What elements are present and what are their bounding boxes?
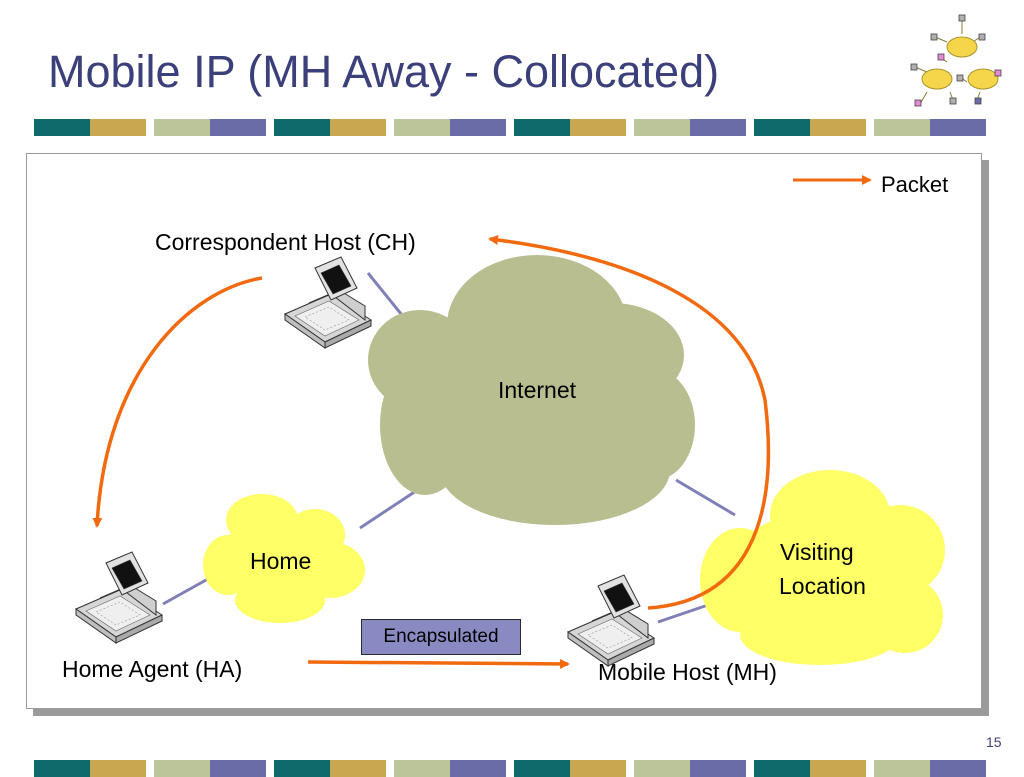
page-number: 15 — [986, 734, 1002, 750]
internet-cloud — [368, 255, 695, 525]
mh-laptop-icon — [567, 574, 655, 667]
correspondent-host-label: Correspondent Host (CH) — [155, 229, 416, 255]
arrow-ch-to-ha — [92, 276, 263, 528]
mobile-host-label: Mobile Host (MH) — [598, 659, 777, 685]
network-logo-icon — [910, 14, 1002, 107]
visiting-cloud-label-line1: Visiting — [780, 539, 854, 565]
visiting-cloud — [700, 470, 945, 665]
ch-laptop-icon — [284, 256, 372, 349]
home-agent-label: Home Agent (HA) — [62, 656, 243, 682]
home-cloud-label: Home — [250, 548, 312, 574]
arrow-ha-to-mh — [307, 658, 570, 669]
top-decorative-stripe — [34, 119, 986, 136]
legend-packet-label: Packet — [881, 172, 949, 197]
link-mh-visiting — [657, 603, 709, 624]
bottom-decorative-stripe — [34, 760, 986, 777]
arrow-mh-to-ch — [488, 235, 771, 610]
ha-laptop-icon — [75, 551, 163, 644]
slide-title: Mobile IP (MH Away - Collocated) — [48, 46, 720, 97]
encapsulated-label: Encapsulated — [361, 619, 521, 655]
home-cloud — [203, 494, 365, 623]
internet-cloud-label: Internet — [498, 377, 576, 403]
link-internet-visiting — [675, 478, 736, 517]
visiting-cloud-label-line2: Location — [779, 573, 866, 599]
